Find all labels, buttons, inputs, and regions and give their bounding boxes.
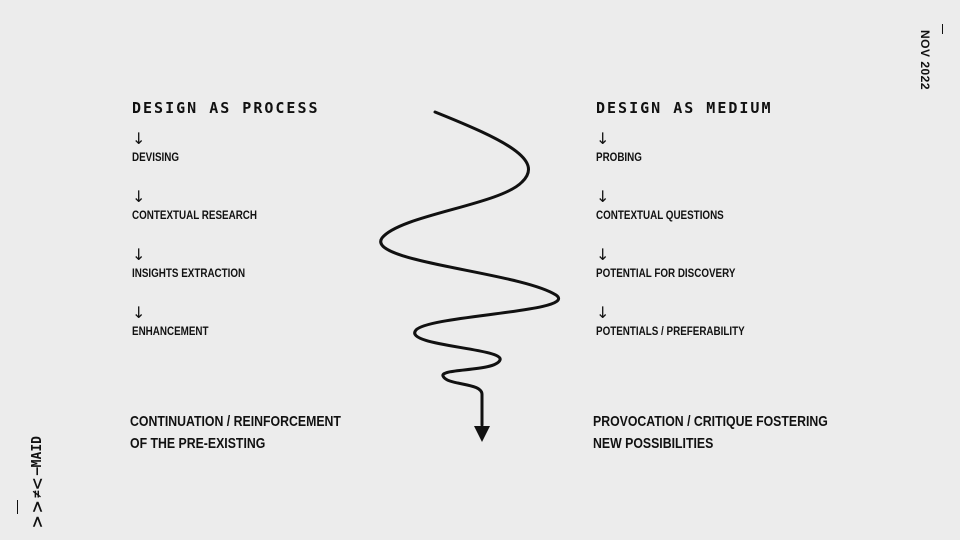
top-tick-mark	[942, 24, 943, 34]
process-conclusion-line1: CONTINUATION / REINFORCEMENT	[130, 413, 341, 430]
medium-conclusion: PROVOCATION / CRITIQUE FOSTERING NEW POS…	[593, 411, 828, 455]
medium-column: DESIGN AS MEDIUM ↓ PROBING ↓ CONTEXTUAL …	[596, 98, 777, 360]
medium-conclusion-line1: PROVOCATION / CRITIQUE FOSTERING	[593, 413, 828, 430]
squiggle-arrowhead	[474, 426, 490, 442]
medium-step: POTENTIALS / PREFERABILITY	[596, 324, 745, 338]
medium-step: POTENTIAL FOR DISCOVERY	[596, 266, 736, 280]
process-conclusion: CONTINUATION / REINFORCEMENT OF THE PRE-…	[130, 411, 341, 455]
down-arrow-icon: ↓	[596, 187, 610, 206]
medium-conclusion-line2: NEW POSSIBILITIES	[593, 435, 714, 452]
squiggle-path	[379, 110, 561, 427]
process-column: DESIGN AS PROCESS ↓ DEVISING ↓ CONTEXTUA…	[132, 98, 320, 360]
down-arrow-icon: ↓	[132, 303, 146, 322]
medium-heading: DESIGN AS MEDIUM	[596, 99, 773, 117]
down-arrow-icon: ↓	[596, 303, 610, 322]
down-arrow-icon: ↓	[596, 129, 610, 148]
down-arrow-icon: ↓	[132, 187, 146, 206]
medium-step: CONTEXTUAL QUESTIONS	[596, 208, 724, 222]
medium-step: PROBING	[596, 150, 642, 164]
process-step: ENHANCEMENT	[132, 324, 209, 338]
process-conclusion-line2: OF THE PRE-EXISTING	[130, 435, 266, 452]
bottom-tick-mark	[17, 500, 18, 514]
date-label: NOV 2022	[918, 30, 932, 91]
process-step: CONTEXTUAL RESEARCH	[132, 208, 258, 222]
process-step: DEVISING	[132, 150, 180, 164]
process-step: INSIGHTS EXTRACTION	[132, 266, 246, 280]
down-arrow-icon: ↓	[596, 245, 610, 264]
brand-logo: ᐯᐯ≠ᐱ—MAID	[30, 436, 45, 528]
down-arrow-icon: ↓	[132, 129, 146, 148]
down-arrow-icon: ↓	[132, 245, 146, 264]
process-heading: DESIGN AS PROCESS	[132, 99, 320, 117]
